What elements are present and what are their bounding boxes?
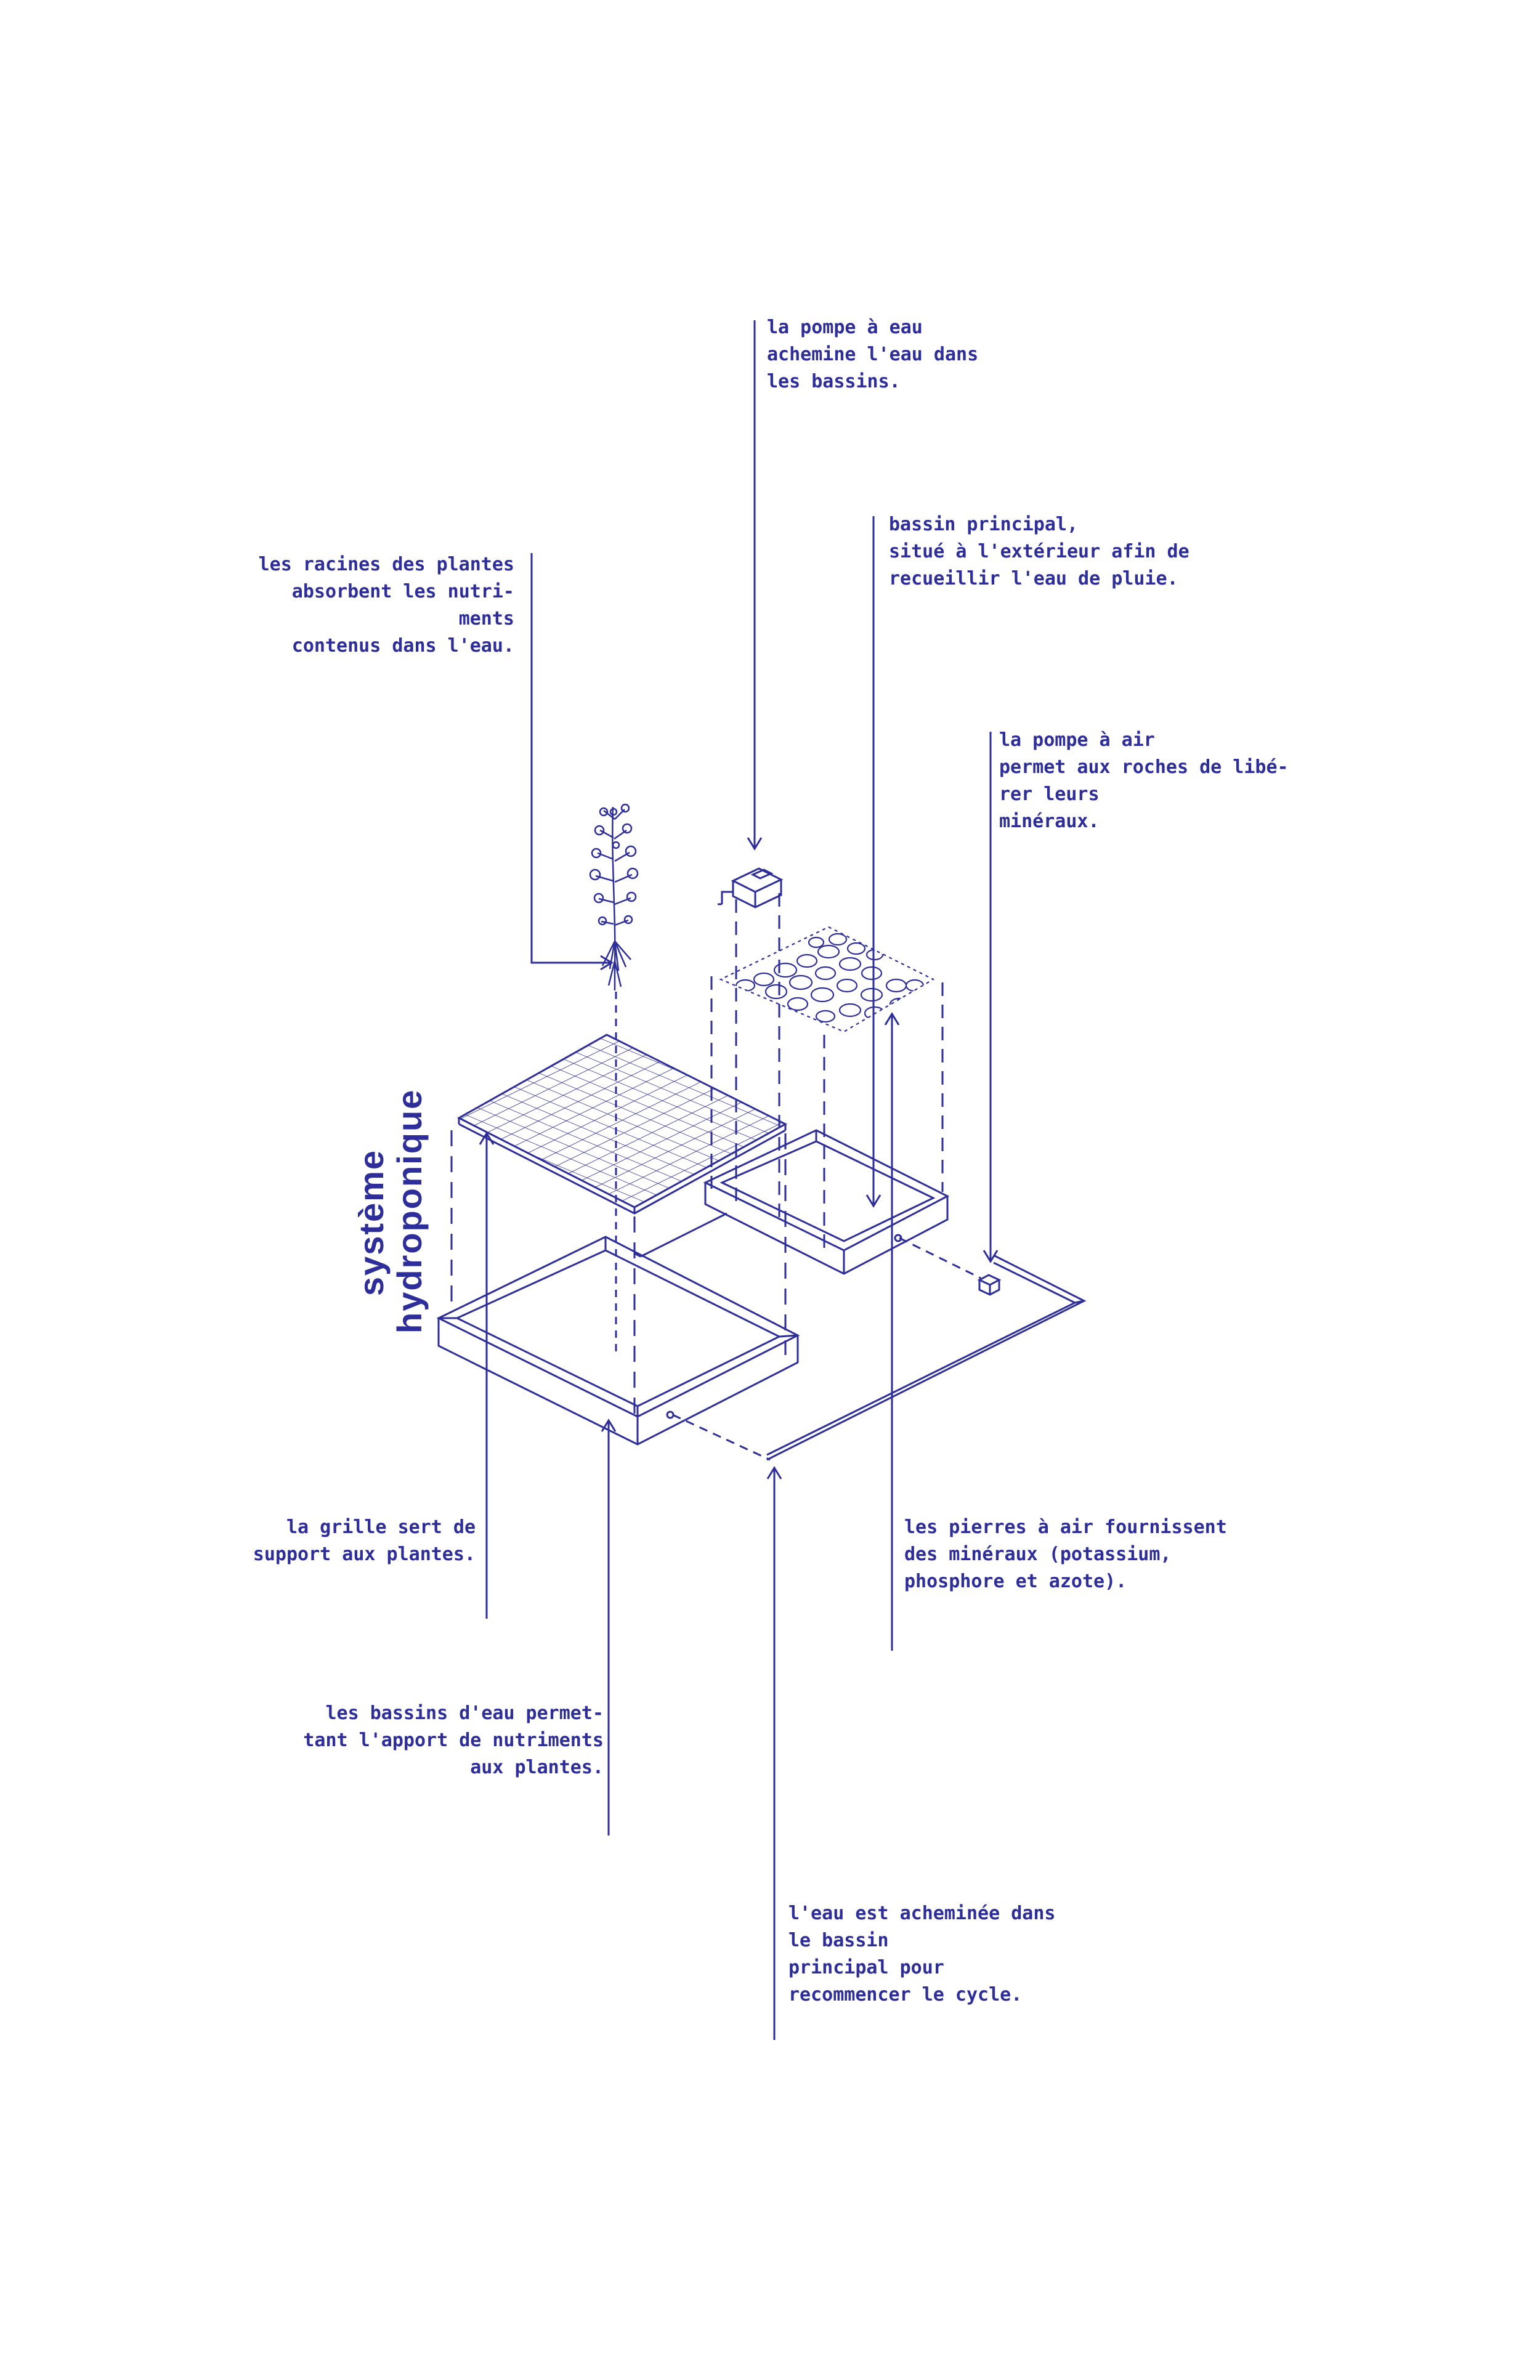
annotation-line: les bassins d'eau permet- bbox=[325, 1702, 604, 1724]
annotation-line: achemine l'eau dans bbox=[767, 344, 979, 365]
annotation-water-basins: les bassins d'eau permet- tant l'apport … bbox=[303, 1700, 604, 1781]
annotation-grid: la grille sert de support aux plantes. bbox=[253, 1514, 476, 1568]
annotation-line: rer leurs bbox=[999, 783, 1100, 805]
large-basin bbox=[436, 1236, 800, 1446]
annotation-air-stones: les pierres à air fournissent des minéra… bbox=[904, 1514, 1227, 1595]
air-tube-dashed bbox=[899, 1237, 981, 1279]
annotation-water-cycle: l'eau est acheminée dans le bassin princ… bbox=[788, 1900, 1055, 2009]
air-tube-outlet bbox=[894, 1234, 902, 1242]
title-line-1: système bbox=[352, 1149, 391, 1297]
arrow-air-stones bbox=[884, 1012, 900, 1026]
annotation-line: le bassin bbox=[788, 1930, 889, 1951]
annotation-line: recommencer le cycle. bbox=[788, 1984, 1023, 2006]
arrow-water-cycle bbox=[766, 1466, 782, 1479]
leader-lines bbox=[479, 320, 999, 2040]
annotation-roots: les racines des plantes absorbent les nu… bbox=[259, 551, 514, 660]
return-pipe-dashed bbox=[672, 1414, 771, 1461]
return-pipe-inlet bbox=[666, 1411, 675, 1419]
water-pump-illustration bbox=[718, 867, 784, 909]
annotation-line: la pompe à eau bbox=[767, 317, 923, 338]
title-line-2: hydroponique bbox=[390, 1088, 429, 1334]
annotation-water-pump: la pompe à eau achemine l'eau dans les b… bbox=[767, 314, 978, 395]
annotation-line: permet aux roches de libé- bbox=[999, 756, 1289, 778]
basin-connector bbox=[640, 1212, 727, 1258]
plant-grid bbox=[456, 1034, 788, 1215]
annotation-line: des minéraux (potassium, bbox=[904, 1544, 1172, 1565]
plant-illustration bbox=[589, 803, 639, 990]
air-pump-illustration bbox=[977, 1274, 1002, 1296]
arrow-air-pump bbox=[983, 1250, 999, 1263]
arrow-water-pump bbox=[747, 837, 763, 851]
annotation-line: les bassins. bbox=[767, 371, 901, 392]
annotation-air-pump: la pompe à air permet aux roches de libé… bbox=[999, 727, 1289, 835]
annotation-line: l'eau est acheminée dans bbox=[788, 1903, 1056, 1924]
annotation-line: principal pour bbox=[788, 1957, 944, 1978]
annotation-main-basin: bassin principal, situé à l'extérieur af… bbox=[889, 511, 1189, 593]
annotation-line: les pierres à air fournissent bbox=[904, 1516, 1227, 1538]
stones-projection-lines bbox=[710, 893, 944, 1250]
annotation-line: support aux plantes. bbox=[253, 1544, 476, 1565]
arrow-main-basin bbox=[865, 1194, 881, 1208]
annotation-line: aux plantes. bbox=[470, 1757, 604, 1778]
annotation-line: la grille sert de bbox=[286, 1516, 476, 1538]
small-basin bbox=[703, 1129, 950, 1275]
annotation-line: situé à l'extérieur afin de bbox=[889, 541, 1189, 562]
annotation-line: recueillir l'eau de pluie. bbox=[889, 568, 1178, 589]
air-stones-illustration bbox=[719, 926, 935, 1033]
annotation-line: bassin principal, bbox=[889, 514, 1079, 535]
leader-roots bbox=[530, 553, 610, 964]
return-pipe bbox=[766, 1254, 1087, 1461]
annotation-line: contenus dans l'eau. bbox=[291, 635, 514, 657]
annotation-line: la pompe à air bbox=[999, 729, 1155, 751]
annotation-line: les racines des plantes bbox=[258, 554, 514, 575]
annotation-line: absorbent les nutri- bbox=[291, 581, 514, 602]
annotation-line: minéraux. bbox=[999, 811, 1100, 832]
annotation-line: ments bbox=[458, 608, 514, 629]
diagram-title: système hydroponique bbox=[352, 1088, 429, 1334]
annotation-line: phosphore et azote). bbox=[904, 1571, 1127, 1592]
annotation-line: tant l'apport de nutriments bbox=[303, 1730, 604, 1751]
